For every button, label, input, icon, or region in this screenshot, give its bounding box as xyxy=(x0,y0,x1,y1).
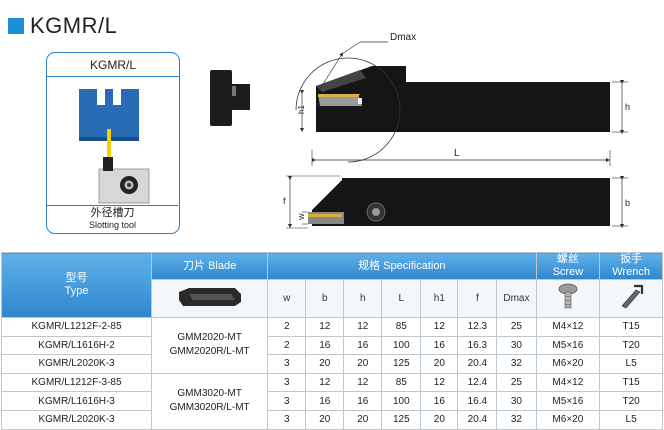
blade-icon xyxy=(178,288,241,306)
title-marker xyxy=(8,18,24,34)
table-row: KGMR/L2020K-3 3 20 20 125 20 20.4 32 M6×… xyxy=(0,354,663,374)
col-b: b xyxy=(305,279,345,318)
table-row: KGMR/L2020K-3 3 20 20 125 20 20.4 32 M6×… xyxy=(0,409,663,430)
col-h1: h1 xyxy=(420,279,459,318)
spec-header: 规格 Specification xyxy=(267,252,537,280)
L-label: L xyxy=(454,148,460,159)
table-row: KGMR/L1212F-3-85 GMM3020-MT GMM3020R/L-M… xyxy=(0,372,663,430)
blade-group-1: GMM2020-MT GMM2020R/L-MT xyxy=(151,317,269,374)
screw-header: 螺丝 Screw xyxy=(535,252,601,280)
tool-holder-bottom xyxy=(308,178,610,226)
table-row: KGMR/L1616H-2 2 16 16 100 16 16.3 30 M5×… xyxy=(0,335,663,356)
f-label: f xyxy=(283,196,286,206)
W-label: W xyxy=(299,213,306,220)
col-L: L xyxy=(381,279,422,318)
blade-image-cell xyxy=(151,279,269,318)
type-header: 型号 Type xyxy=(0,252,153,318)
blade-group-2: GMM3020-MT GMM3020R/L-MT xyxy=(151,372,269,430)
blade-header: 刀片 Blade xyxy=(151,252,269,280)
table-row: KGMR/L1212F-2-85 GMM2020-MT GMM2020R/L-M… xyxy=(0,317,663,374)
col-dmax: Dmax xyxy=(496,279,537,318)
col-f: f xyxy=(457,279,498,318)
title-row: KGMR/L xyxy=(8,12,117,40)
page-title: KGMR/L xyxy=(30,13,118,38)
insert-panel-label: KGMR/L xyxy=(47,53,179,77)
technical-drawing: Dmax h1 h L f W b xyxy=(210,32,630,229)
h-label: h xyxy=(625,102,630,112)
specification-table: 型号 Type 刀片 Blade 规格 Specification 螺丝 Scr… xyxy=(0,252,663,430)
b-label: b xyxy=(625,198,630,208)
dmax-label: Dmax xyxy=(390,32,416,43)
wrench-image-cell xyxy=(599,279,663,318)
caption-chinese: 外径槽刀 xyxy=(90,206,135,219)
table-row: KGMR/L1616H-3 3 16 16 100 16 16.4 30 M5×… xyxy=(0,391,663,411)
col-h: h xyxy=(343,279,383,318)
col-w: w xyxy=(267,279,307,318)
caption-english: Slotting tool xyxy=(88,220,137,230)
end-view xyxy=(210,70,250,126)
screw-icon xyxy=(558,283,578,309)
screw-image-cell xyxy=(535,279,601,318)
h1-label: h1 xyxy=(297,105,306,114)
insert-caption: 外径槽刀 Slotting tool xyxy=(47,205,178,231)
wrench-header: 扳手 Wrench xyxy=(599,252,663,280)
wrench-icon xyxy=(621,284,644,309)
tool-holder-top xyxy=(316,66,610,132)
dmax-arc xyxy=(295,57,401,163)
insert-panel: KGMR/L 外径槽刀 Slotting tool xyxy=(46,52,180,234)
slotting-tool-illustration xyxy=(79,89,150,204)
